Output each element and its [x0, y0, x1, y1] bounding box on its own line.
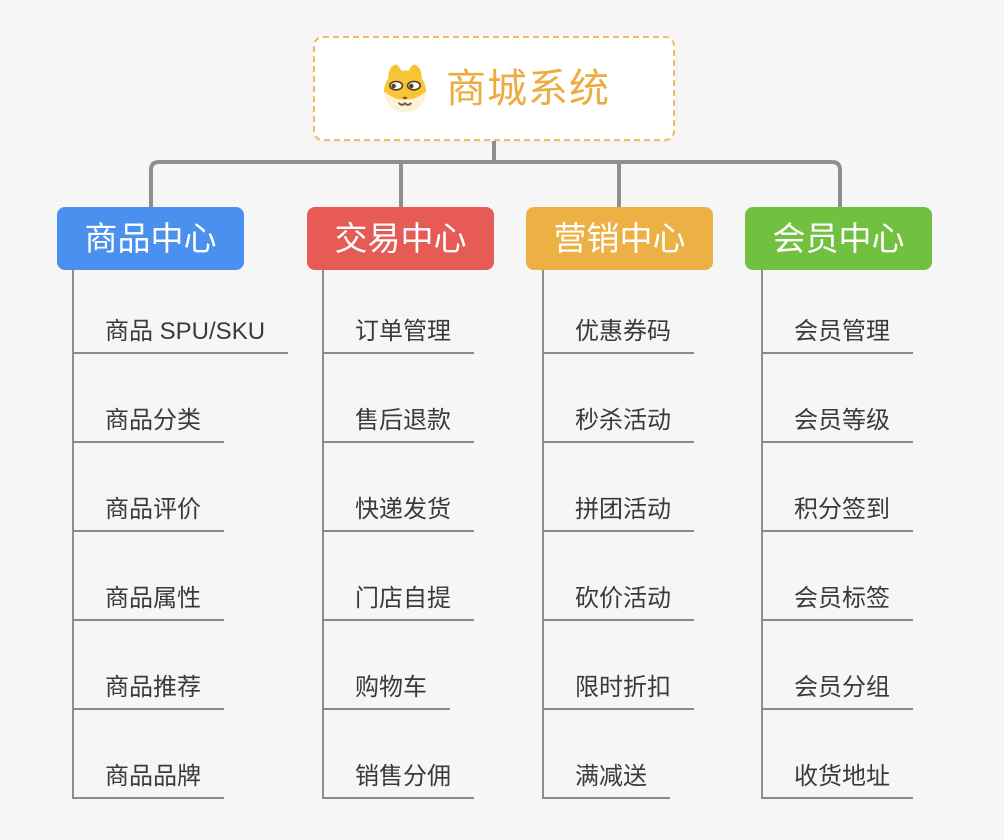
branch-label: 交易中心 [334, 220, 467, 257]
child-node-member-center-4[interactable]: 会员标签 [762, 585, 913, 621]
child-node-product-center-4[interactable]: 商品属性 [73, 585, 224, 621]
branch-node-marketing-center[interactable]: 营销中心 [526, 207, 713, 270]
branch-children-connector [72, 270, 74, 799]
branch-node-member-center[interactable]: 会员中心 [745, 207, 932, 270]
branch-label: 营销中心 [553, 220, 686, 257]
branch-bus-connector [149, 160, 842, 215]
child-node-marketing-center-4[interactable]: 砍价活动 [543, 585, 694, 621]
branch-label: 会员中心 [772, 220, 905, 257]
child-node-trade-center-6[interactable]: 销售分佣 [323, 763, 474, 799]
branch-children-connector [761, 270, 763, 799]
child-node-trade-center-3[interactable]: 快递发货 [323, 496, 474, 532]
child-node-marketing-center-2[interactable]: 秒杀活动 [543, 407, 694, 443]
child-node-member-center-3[interactable]: 积分签到 [762, 496, 913, 532]
child-node-product-center-3[interactable]: 商品评价 [73, 496, 224, 532]
branch-label: 商品中心 [84, 220, 217, 257]
child-node-product-center-2[interactable]: 商品分类 [73, 407, 224, 443]
child-node-marketing-center-1[interactable]: 优惠券码 [543, 318, 694, 354]
branch-node-trade-center[interactable]: 交易中心 [307, 207, 494, 270]
child-node-trade-center-4[interactable]: 门店自提 [323, 585, 474, 621]
child-node-product-center-6[interactable]: 商品品牌 [73, 763, 224, 799]
child-node-member-center-5[interactable]: 会员分组 [762, 674, 913, 710]
branch-children-connector [542, 270, 544, 799]
doge-dog-icon [383, 64, 427, 113]
root-title: 商城系统 [446, 66, 610, 111]
child-node-member-center-2[interactable]: 会员等级 [762, 407, 913, 443]
child-node-marketing-center-5[interactable]: 限时折扣 [543, 674, 694, 710]
branch-children-connector [322, 270, 324, 799]
root-node[interactable]: 商城系统 [313, 36, 675, 141]
child-node-product-center-5[interactable]: 商品推荐 [73, 674, 224, 710]
child-node-member-center-1[interactable]: 会员管理 [762, 318, 913, 354]
child-node-trade-center-1[interactable]: 订单管理 [323, 318, 474, 354]
child-node-marketing-center-3[interactable]: 拼团活动 [543, 496, 694, 532]
branch-node-product-center[interactable]: 商品中心 [57, 207, 244, 270]
child-node-marketing-center-6[interactable]: 满减送 [543, 763, 670, 799]
child-node-trade-center-5[interactable]: 购物车 [323, 674, 450, 710]
child-node-product-center-1[interactable]: 商品 SPU/SKU [73, 318, 289, 354]
child-node-trade-center-2[interactable]: 售后退款 [323, 407, 474, 443]
child-node-member-center-6[interactable]: 收货地址 [762, 763, 913, 799]
